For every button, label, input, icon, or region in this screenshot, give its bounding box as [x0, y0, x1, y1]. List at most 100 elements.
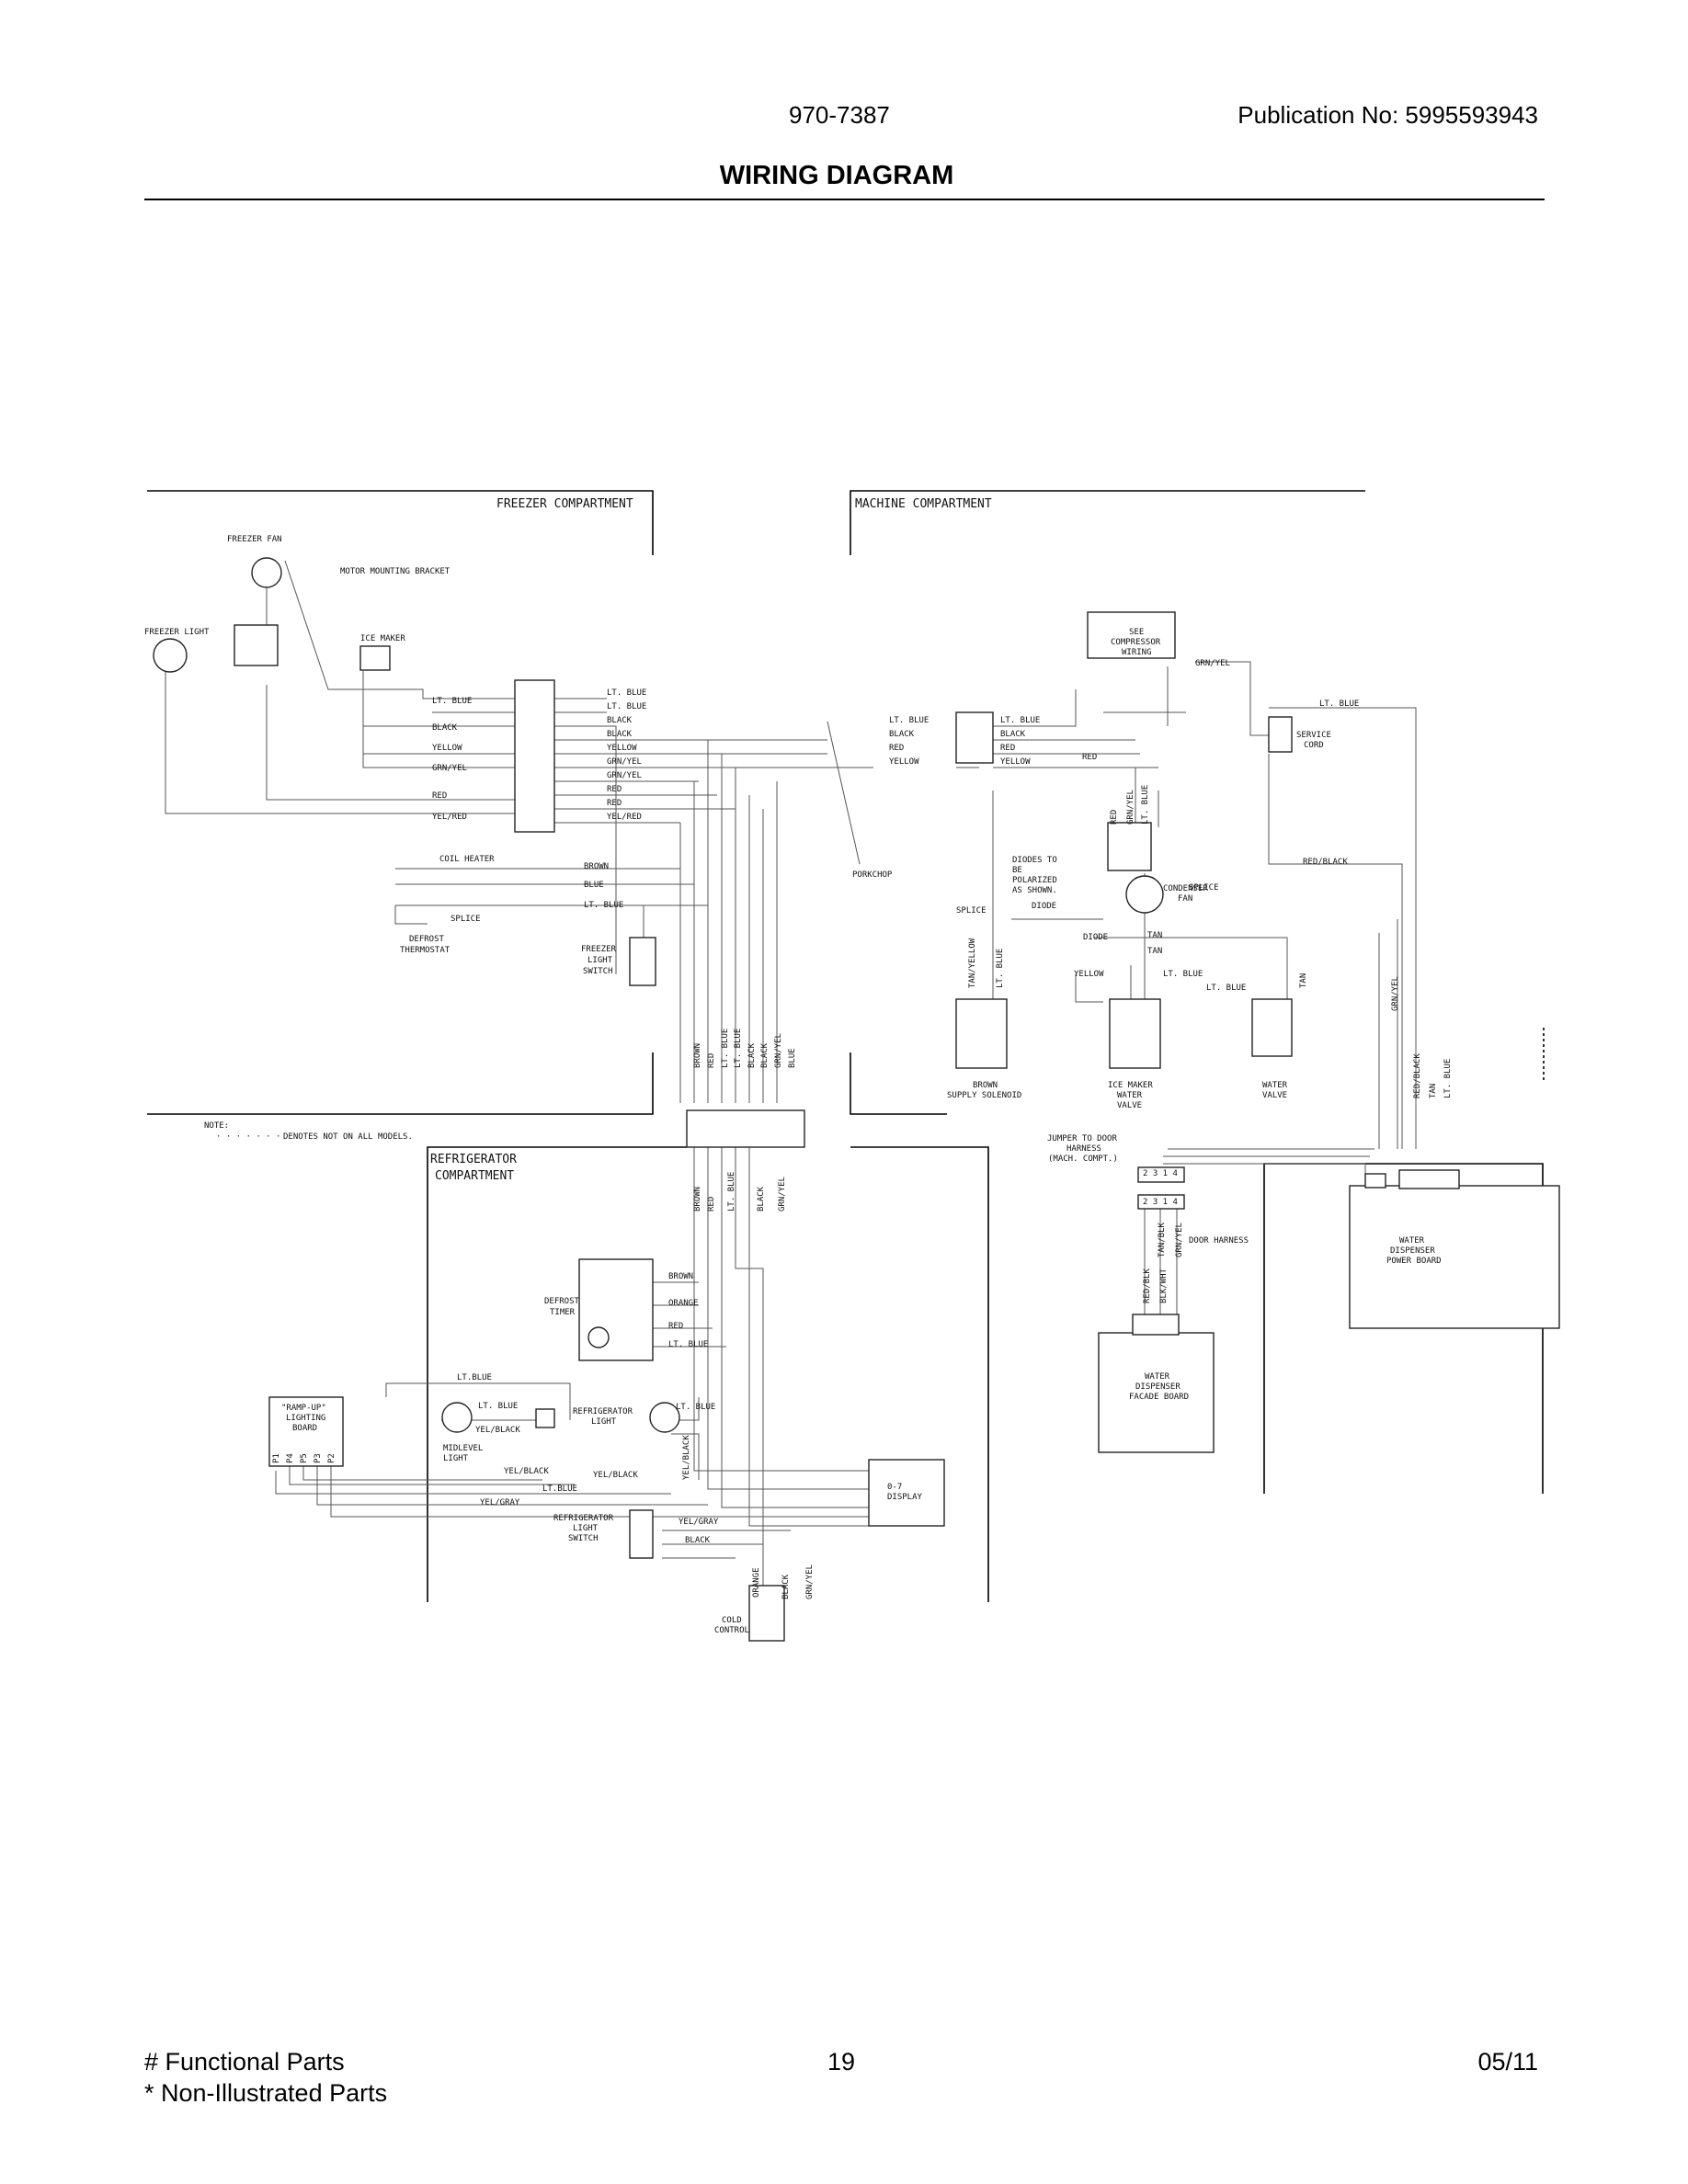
water-valve-label: WATER [1262, 1081, 1288, 1090]
defrost-thermostat-label: DEFROST [409, 935, 445, 944]
wire-label-r-lt-blue-3: LT. BLUE [478, 1402, 518, 1411]
ramp-up-board-label-2: LIGHTING [286, 1414, 325, 1423]
refrigerator-light-label: REFRIGERATOR [573, 1407, 633, 1416]
power-board-label-2: DISPENSER [1390, 1246, 1435, 1256]
wire-label-mv-tan-2: TAN [1429, 1084, 1438, 1098]
wire-label-v2-grn-yel: GRN/YEL [778, 1177, 787, 1211]
motor-bracket-label: MOTOR MOUNTING BRACKET [340, 567, 451, 576]
coil-heater-label: COIL HEATER [439, 855, 495, 864]
model-number: 970-7387 [789, 101, 890, 129]
wire-label-lt-blue: LT. BLUE [432, 697, 472, 706]
wire-label-r-lt-blue-4: LT. BLUE [676, 1403, 715, 1412]
wire-label-red-r1: RED [607, 785, 622, 794]
refrigerator-switch-label-3: SWITCH [568, 1534, 599, 1543]
wire-label-m-lt-blue-3: LT. BLUE [1206, 984, 1246, 993]
title-rule [144, 199, 1545, 200]
refrigerator-switch-label-2: LIGHT [573, 1524, 599, 1533]
wire-label-r-brown: BROWN [668, 1272, 693, 1281]
pin-label: P1 [272, 1453, 281, 1463]
diode-label-2: DIODE [1083, 933, 1108, 942]
freezer-compartment-label: FREEZER COMPARTMENT [496, 497, 633, 511]
wire-label-v-red: RED [707, 1053, 716, 1068]
wire-label-m-lt-blue-2: LT. BLUE [1163, 970, 1203, 979]
wire-label-m-yellow-2: YELLOW [1074, 970, 1104, 979]
wire-label-r-lt-blue-5: LT.BLUE [542, 1484, 577, 1494]
ice-maker-valve-label: ICE MAKER [1108, 1081, 1153, 1090]
wire-label-grn-yel-r1: GRN/YEL [607, 757, 642, 767]
porkchop-label: PORKCHOP [852, 870, 893, 880]
diodes-note-label-2: BE [1012, 866, 1022, 875]
wire-label-mv-red-black: RED/BLACK [1413, 1053, 1422, 1098]
ice-maker-label: ICE MAKER [360, 634, 405, 643]
wire-label-m-red: RED [889, 744, 904, 753]
wire-label-lt-blue-heater: LT. BLUE [584, 901, 623, 910]
pin-label: P3 [314, 1453, 323, 1463]
components [153, 557, 1560, 1642]
wire-label-m2-red: RED [1000, 744, 1015, 753]
refrigerator-switch-label: REFRIGERATOR [553, 1514, 614, 1523]
page-number: 19 [827, 2048, 856, 2076]
cold-control-label: COLD [722, 1616, 742, 1625]
freezer-light-switch-label-2: LIGHT [587, 956, 613, 965]
pin-label: P4 [286, 1453, 295, 1463]
wire-label-lt-blue-r1: LT. BLUE [607, 688, 646, 698]
facade-board-label-3: FACADE BOARD [1129, 1393, 1189, 1402]
wire-label-mv-lt-blue-2: LT. BLUE [996, 949, 1005, 988]
wire-label-m-grn-yel: GRN/YEL [1195, 659, 1230, 668]
compartment-borders [147, 490, 1545, 1602]
wire-label-v-brown: BROWN [693, 1043, 702, 1068]
cold-control-label-2: CONTROL [714, 1626, 749, 1635]
wire-label-blue: BLUE [584, 881, 604, 890]
splice-label-2: SPLICE [956, 906, 987, 916]
note-label: NOTE: [204, 1121, 229, 1131]
freezer-light-switch-label-3: SWITCH [583, 967, 613, 976]
midlevel-light-label-2: LIGHT [443, 1454, 469, 1463]
midlevel-light-label: MIDLEVEL [443, 1444, 483, 1453]
service-cord-label: SERVICE [1296, 731, 1331, 740]
defrost-timer-label: DEFROST [544, 1297, 580, 1306]
ramp-up-pins: P1 P4 P5 P3 P2 [272, 1453, 336, 1463]
defrost-thermostat-label-2: THERMOSTAT [400, 946, 451, 955]
supply-solenoid-label: BROWN [973, 1081, 998, 1090]
wire-label-black-r2: BLACK [607, 730, 633, 739]
wire-label-v-black-2: BLACK [760, 1042, 770, 1068]
wire-label-r-lt-blue: LT. BLUE [668, 1340, 708, 1349]
footer-non-illustrated: * Non-Illustrated Parts [144, 2079, 388, 2107]
wire-label-r-orange: ORANGE [668, 1299, 699, 1308]
wire-label-tan-1: TAN [1147, 931, 1162, 940]
machine-compartment-label: MACHINE COMPARTMENT [855, 497, 992, 511]
freezer-light-switch-label: FREEZER [581, 945, 617, 954]
wire-label-red-blk: RED/BLK [1143, 1268, 1152, 1303]
wire-label-r-yel-black-2: YEL/BLACK [504, 1467, 549, 1476]
see-compressor-label-3: WIRING [1122, 648, 1152, 657]
wire-label-black-r1: BLACK [607, 716, 633, 725]
freezer-light-label: FREEZER LIGHT [144, 628, 210, 637]
ice-maker-valve-label-2: WATER [1117, 1091, 1143, 1100]
connector-pins-top: 2 3 1 4 [1143, 1169, 1178, 1178]
wire-label-red-r2: RED [607, 799, 622, 808]
see-compressor-label: SEE [1129, 628, 1144, 637]
wire-label-v-yel-black: YEL/BLACK [682, 1435, 691, 1480]
wire-label-r-yel-black: YEL/BLACK [475, 1426, 520, 1435]
wire-label-m-lt-blue-top: LT. BLUE [1319, 700, 1359, 709]
footer-functional-parts: # Functional Parts [144, 2048, 345, 2076]
wire-label-grn-yel: GRN/YEL [432, 764, 467, 773]
refrigerator-compartment-label-2: COMPARTMENT [435, 1169, 514, 1183]
wire-label-mv-grn-yel-3: GRN/YEL [1175, 1223, 1184, 1257]
wire-label-lt-blue-r2: LT. BLUE [607, 702, 646, 711]
note-text: DENOTES NOT ON ALL MODELS. [283, 1132, 413, 1142]
wire-label-v-black-3: BLACK [781, 1574, 791, 1599]
wire-label-black: BLACK [432, 723, 458, 733]
wire-label-mv-grn-yel: GRN/YEL [1126, 790, 1135, 825]
ramp-up-board-label: "RAMP-UP" [281, 1404, 326, 1413]
wire-label-r-red: RED [668, 1322, 683, 1331]
wire-label-tan-yellow: TAN/YELLOW [968, 938, 977, 988]
see-compressor-label-2: COMPRESSOR [1111, 638, 1161, 647]
diodes-note-label-3: POLARIZED [1012, 876, 1057, 885]
wire-label-r-yel-gray: YEL/GRAY [480, 1498, 520, 1507]
power-board-label-3: POWER BOARD [1386, 1257, 1442, 1266]
wire-label-yel-red: YEL/RED [432, 813, 467, 822]
wire-label-v-orange: ORANGE [752, 1567, 761, 1598]
wire-label-v2-lt-blue: LT. BLUE [727, 1172, 736, 1211]
